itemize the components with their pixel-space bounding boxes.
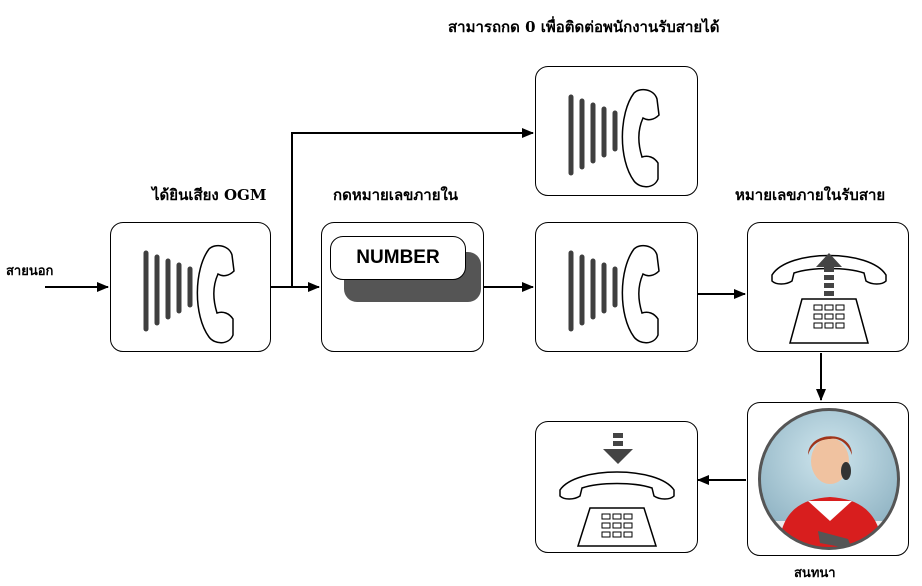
arrow-ogm-to-operator bbox=[291, 128, 534, 287]
incoming-call-label: สายนอก bbox=[6, 264, 54, 279]
ogm-box bbox=[110, 222, 271, 352]
operator-box bbox=[535, 66, 698, 196]
desk-phone-hangup-icon bbox=[559, 433, 675, 547]
dial-extension-label: กดหมายเลขภายใน bbox=[333, 186, 459, 204]
extension-answers-label: หมายเลขภายในรับสาย bbox=[735, 186, 886, 204]
hangup-box bbox=[535, 421, 698, 553]
conversation-label: สนทนา bbox=[794, 566, 836, 581]
number-key: NUMBER bbox=[330, 236, 466, 280]
ringing-handset-icon bbox=[568, 244, 660, 344]
ringing-box bbox=[535, 222, 698, 352]
hear-ogm-label: ได้ยินเสียง OGM bbox=[152, 186, 267, 204]
extension-answers-box bbox=[747, 222, 909, 352]
operator-note-label: สามารถกด 0 เพื่อติดต่อพนักงานรับสายได้ bbox=[448, 18, 720, 36]
ringing-handset-icon bbox=[143, 244, 235, 344]
operator-photo bbox=[758, 408, 900, 550]
desk-phone-pickup-icon bbox=[771, 253, 887, 344]
conversation-box bbox=[747, 402, 909, 556]
dial-extension-box: NUMBER bbox=[321, 222, 484, 352]
ringing-handset-icon bbox=[568, 88, 660, 188]
